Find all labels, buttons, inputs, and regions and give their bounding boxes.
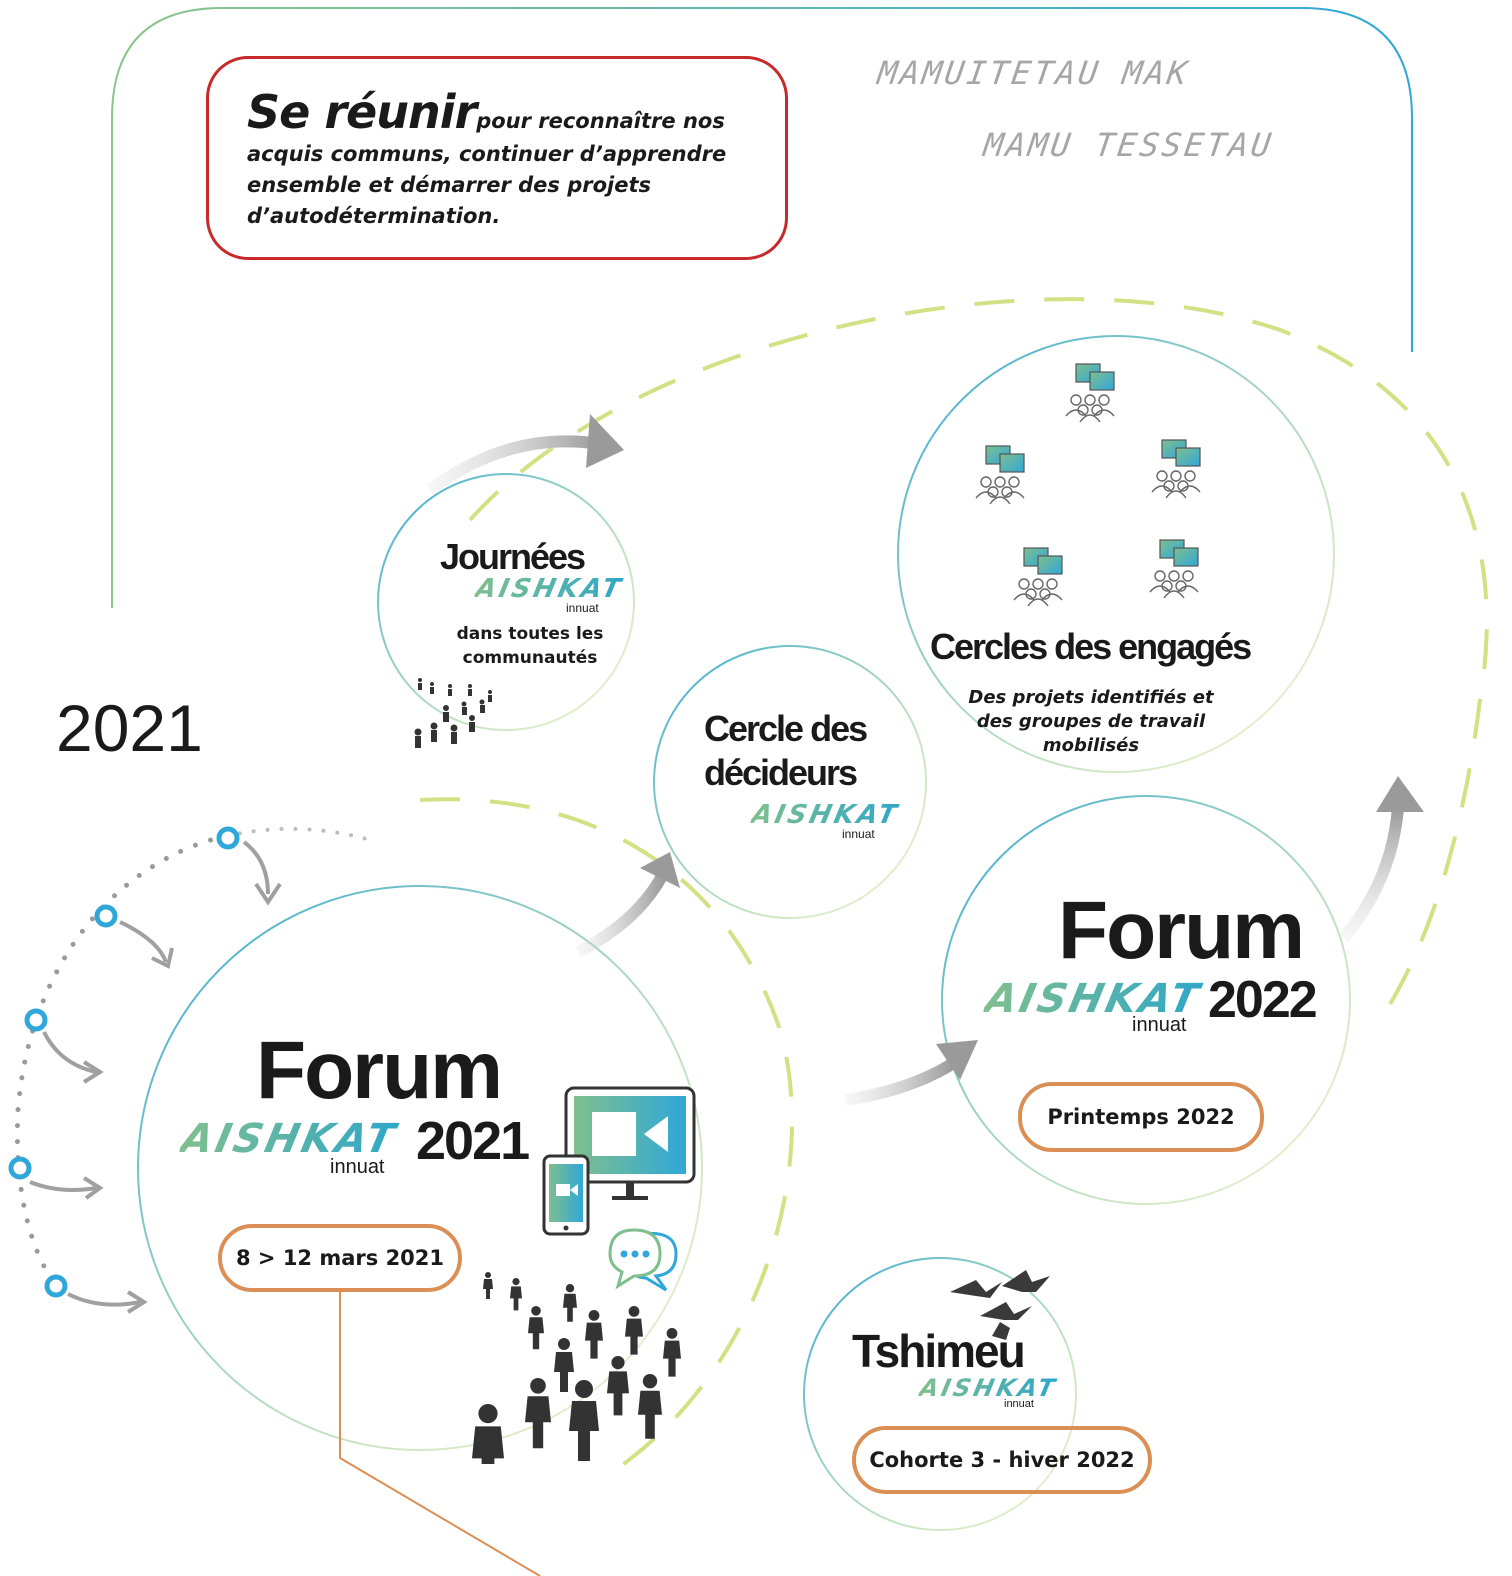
journees-logo: AISHKAT xyxy=(472,574,627,604)
work-groups-icons xyxy=(975,363,1201,607)
engages-subtitle: Des projets identifiés et des groupes de… xyxy=(968,687,1214,756)
innu-line-2: MAMU TESSETAU xyxy=(981,126,1277,164)
forum2022-logo-small: innuat xyxy=(1132,1014,1187,1036)
circle-journees xyxy=(377,473,635,731)
forum2021-date-badge: 8 > 12 mars 2021 xyxy=(218,1224,462,1292)
decideurs-title-2: décideurs xyxy=(704,752,858,793)
decideurs-logo: AISHKAT xyxy=(748,800,903,830)
forum2022-date-badge: Printemps 2022 xyxy=(1018,1082,1264,1152)
tshimeu-title: Tshimeu xyxy=(852,1325,1026,1377)
forum2022-title: Forum xyxy=(1058,885,1305,976)
decideurs-title-1: Cercle des xyxy=(704,708,868,749)
node-arrows xyxy=(29,840,282,1314)
circle-tshimeu xyxy=(803,1257,1077,1531)
outer-frame xyxy=(111,7,1413,608)
journees-title: Journées xyxy=(440,536,586,577)
forum2021-logo-small: innuat xyxy=(330,1156,385,1178)
forum2021-title: Forum xyxy=(256,1025,503,1116)
circle-engages xyxy=(897,335,1335,773)
callout-lead: Se réunir xyxy=(247,85,477,139)
crowd-large-icon xyxy=(472,1272,681,1464)
chat-dots-icon xyxy=(608,1228,678,1292)
timeline-nodes xyxy=(8,826,240,1298)
dotted-arc xyxy=(14,833,229,1289)
callout-box: Se réunirpour reconnaître nos acquis com… xyxy=(206,56,788,260)
tshimeu-logo-small: innuat xyxy=(1004,1398,1034,1410)
geese-icon xyxy=(950,1270,1050,1340)
year-label: 2021 xyxy=(56,691,203,765)
circle-decideurs xyxy=(653,645,927,919)
decideurs-logo-small: innuat xyxy=(842,827,875,841)
circle-forum2022 xyxy=(941,795,1351,1205)
dashed-arc-top xyxy=(468,297,1489,1022)
engages-title: Cercles des engagés xyxy=(930,626,1252,667)
journees-subtitle: dans toutes les communautés xyxy=(456,624,604,668)
phone-video-icon xyxy=(542,1154,590,1236)
dashed-arc-bottom xyxy=(419,797,794,1482)
tshimeu-date-badge: Cohorte 3 - hiver 2022 xyxy=(852,1426,1152,1494)
journees-logo-small: innuat xyxy=(566,601,599,615)
circle-forum2021 xyxy=(137,885,703,1451)
forum2021-year: 2021 xyxy=(416,1111,530,1171)
monitor-video-icon xyxy=(542,1086,696,1236)
tshimeu-logo: AISHKAT xyxy=(917,1374,1061,1402)
forum2022-year: 2022 xyxy=(1208,971,1318,1029)
callout-text: pour reconnaître nos acquis communs, con… xyxy=(247,109,727,228)
crowd-small-icon xyxy=(414,678,492,748)
innu-line-1: MAMUITETAU MAK xyxy=(875,54,1193,92)
